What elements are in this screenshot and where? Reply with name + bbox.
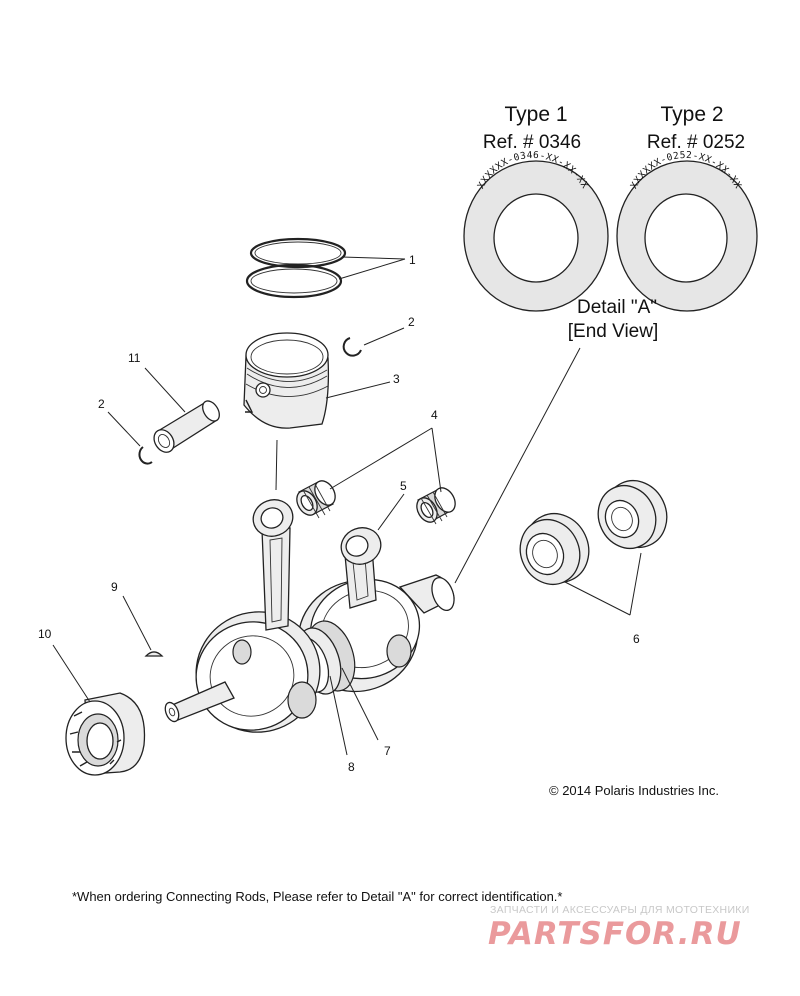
callout-2-leader-right [363,327,405,346]
type1-rod-end-bore [493,193,579,283]
callout-11-leader [144,367,186,413]
watermark-tagline: ЗАПЧАСТИ И АКСЕССУАРЫ ДЛЯ МОТОТЕХНИКИ [490,904,750,916]
circlip-right [342,337,362,357]
crank-seal-lower [519,513,590,585]
wrist-pin [153,400,220,453]
main-bearing-left [65,692,146,776]
footnote-text: *When ordering Connecting Rods, Please r… [72,889,562,904]
needle-bearing-right [416,487,456,525]
callout-1-leader [338,256,406,280]
callout-4-leader [329,427,442,493]
detail-type1: Type 1 Ref. # 0346 XXXXXX-0346-XX-XX-XX [463,103,609,312]
callout-6: 6 [633,632,640,646]
callout-2-leader-left [107,411,141,447]
type1-ref: Ref. # 0346 [483,132,581,153]
callout-4: 4 [431,408,438,422]
callout-5: 5 [400,479,407,493]
watermark-brand: PARTSFOR.RU [488,916,742,952]
piston [243,332,330,429]
callout-11: 11 [128,351,141,365]
crankshaft-assembly [164,574,455,733]
callout-10: 10 [38,627,52,641]
type2-rod-end-bore [644,193,728,283]
callout-1: 1 [409,253,416,267]
callout-3: 3 [393,372,400,386]
callout-10-leader [52,644,91,703]
connecting-rod-right [340,527,382,609]
circlip-left [138,446,153,465]
needle-bearing-left [296,480,336,519]
crank-seal-upper [597,480,668,549]
detail-leader-line [454,347,581,584]
detail-type2: Type 2 Ref. # 0252 XXXXXX-0252-XX-XX-XX [616,103,758,312]
callout-9-leader [122,595,152,651]
piston-rings [245,237,347,299]
callout-2-right: 2 [408,315,415,329]
piston-rod-alignment-line [275,439,278,491]
callout-9: 9 [111,580,118,594]
callout-7: 7 [384,744,391,758]
type2-title: Type 2 [660,103,723,126]
connecting-rod-left [252,499,294,631]
callout-7-leader [341,667,379,741]
callout-8-leader [329,675,348,756]
type2-ref: Ref. # 0252 [647,132,745,153]
callout-2-left: 2 [98,397,105,411]
callout-6-leader [564,552,642,616]
copyright-text: © 2014 Polaris Industries Inc. [549,783,719,798]
detail-label-line1: Detail "A" [577,297,657,318]
woodruff-key [144,651,164,657]
callout-8: 8 [348,760,355,774]
watermark-logo: ЗАПЧАСТИ И АКСЕССУАРЫ ДЛЯ МОТОТЕХНИКИ PA… [488,904,750,952]
callout-5-leader [377,493,405,531]
type1-title: Type 1 [504,103,567,126]
detail-label-line2: [End View] [568,321,658,342]
callout-3-leader [325,381,391,399]
